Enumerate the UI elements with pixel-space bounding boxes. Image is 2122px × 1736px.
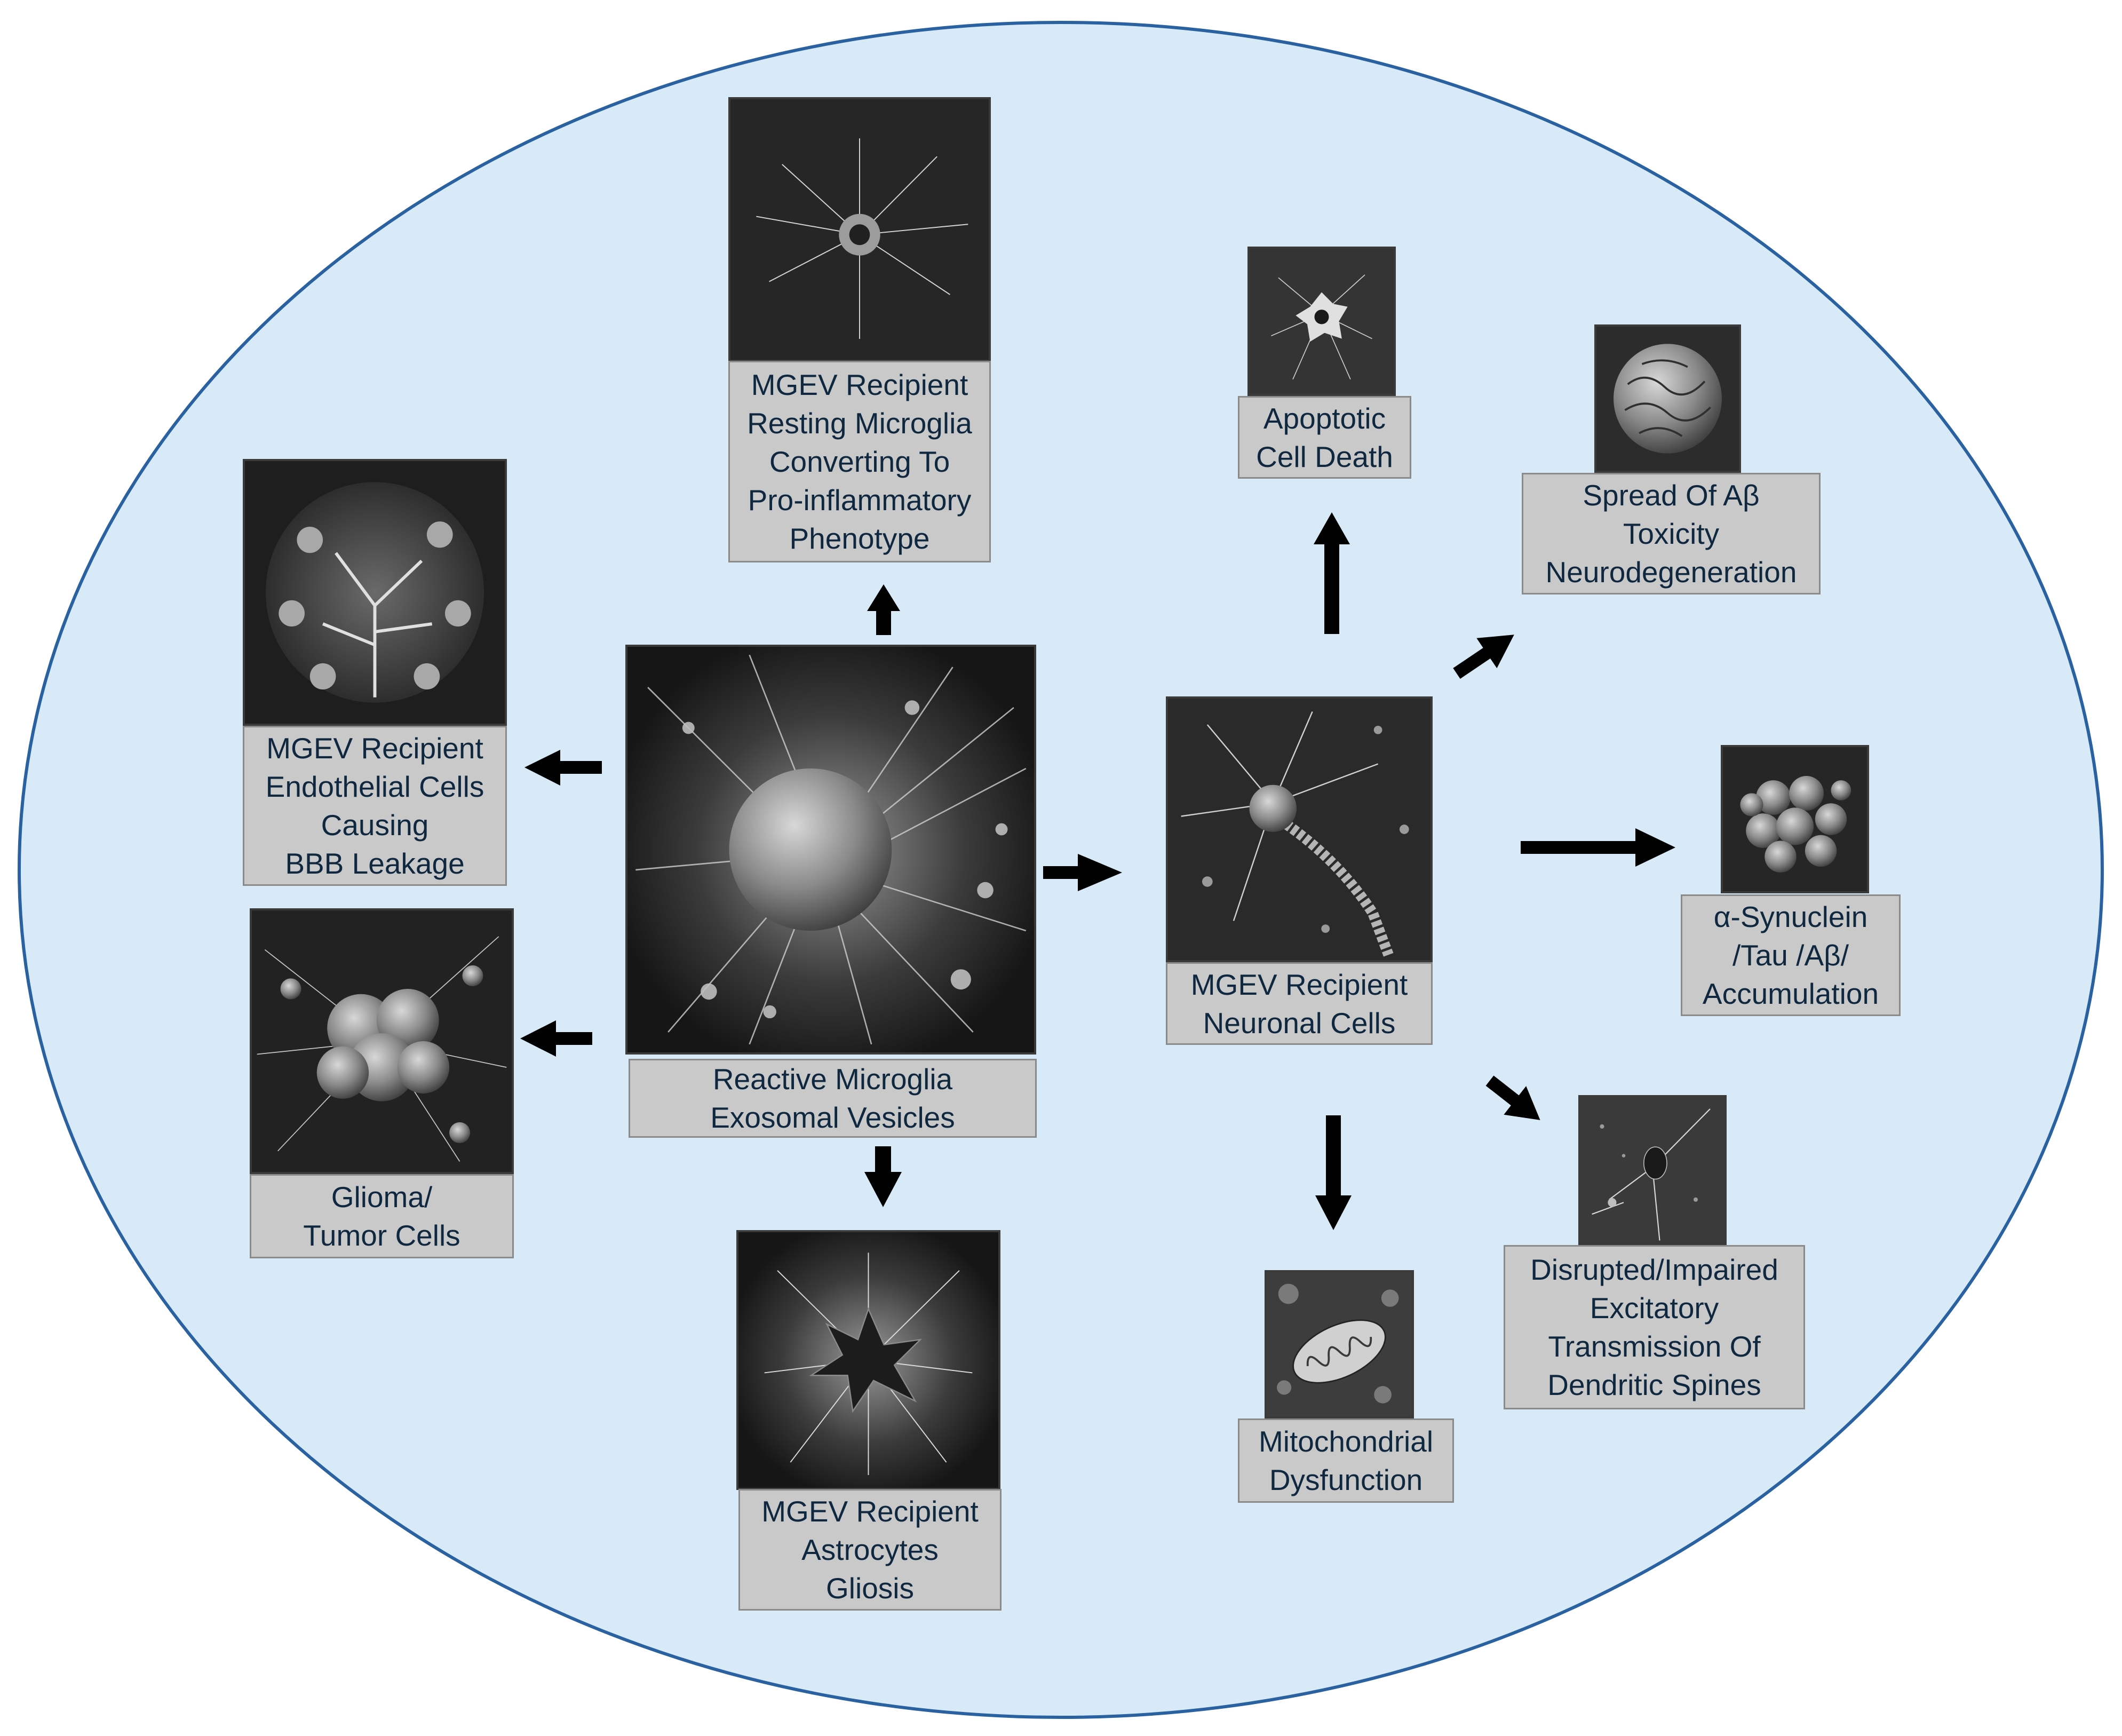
arrow-center-to-glioma: [520, 1020, 592, 1057]
label-dendritic: Disrupted/Impaired Excitatory Transmissi…: [1504, 1245, 1805, 1409]
label-endothelial-cells: MGEV Recipient Endothelial Cells Causing…: [243, 726, 507, 886]
label-line: Toxicity: [1623, 517, 1720, 550]
label-abeta-spread: Spread Of Aβ Toxicity Neurodegeneration: [1522, 473, 1821, 594]
label-line: Converting To: [769, 445, 950, 478]
label-line: Resting Microglia: [747, 407, 972, 440]
arrow-center-to-astrocytes: [864, 1146, 902, 1207]
label-line: Disrupted/Impaired: [1530, 1253, 1778, 1286]
label-astrocytes: MGEV Recipient Astrocytes Gliosis: [738, 1489, 1002, 1611]
apoptotic-cell-image: [1247, 247, 1396, 396]
label-line: α-Synuclein: [1713, 900, 1868, 933]
label-line: MGEV Recipient: [1190, 968, 1408, 1001]
label-line: /Tau /Aβ/: [1732, 939, 1849, 972]
label-glioma: Glioma/ Tumor Cells: [250, 1174, 514, 1258]
label-line: Exosomal Vesicles: [710, 1101, 955, 1134]
label-line: Excitatory: [1589, 1291, 1719, 1325]
label-line: BBB Leakage: [285, 847, 465, 880]
label-line: Tumor Cells: [303, 1219, 460, 1252]
label-line: Accumulation: [1702, 977, 1879, 1010]
label-synuclein: α-Synuclein /Tau /Aβ/ Accumulation: [1681, 894, 1901, 1016]
label-apoptotic: Apoptotic Cell Death: [1238, 396, 1411, 479]
arrow-center-to-neuronal: [1043, 854, 1122, 891]
tumor-cells-image: [250, 908, 514, 1174]
label-line: Dendritic Spines: [1547, 1368, 1761, 1401]
label-line: Mitochondrial: [1258, 1425, 1434, 1458]
label-line: Reactive Microglia: [712, 1063, 953, 1096]
label-line: Transmission Of: [1548, 1330, 1761, 1363]
arrow-neuronal-to-dendritic: [1485, 1075, 1540, 1120]
label-line: Dysfunction: [1269, 1463, 1423, 1496]
label-line: MGEV Recipient: [761, 1495, 979, 1528]
label-line: Causing: [321, 808, 429, 842]
label-reactive-microglia: Reactive Microglia Exosomal Vesicles: [629, 1059, 1037, 1138]
label-line: Pro-inflammatory: [748, 483, 972, 517]
label-line: MGEV Recipient: [266, 732, 483, 765]
amyloid-aggregate-image: [1594, 324, 1741, 473]
label-line: Neurodegeneration: [1545, 556, 1797, 589]
label-line: Endothelial Cells: [265, 770, 484, 803]
reactive-microglia-image: [625, 645, 1036, 1055]
label-line: Astrocytes: [801, 1533, 939, 1566]
arrow-center-to-resting: [867, 584, 900, 635]
arrow-neuronal-to-apoptotic: [1314, 512, 1350, 634]
resting-microglia-image: [728, 97, 991, 362]
label-line: Cell Death: [1256, 440, 1393, 473]
mitochondrion-image: [1265, 1270, 1414, 1418]
label-line: Phenotype: [789, 522, 930, 555]
protein-cluster-image: [1721, 745, 1869, 893]
label-neuronal-cells: MGEV Recipient Neuronal Cells: [1166, 962, 1433, 1045]
label-line: Neuronal Cells: [1203, 1006, 1396, 1040]
label-line: MGEV Recipient: [751, 368, 968, 401]
arrow-center-to-endothelial: [524, 750, 602, 786]
astrocyte-image: [736, 1230, 1000, 1490]
label-line: Gliosis: [825, 1572, 915, 1605]
label-line: Glioma/: [331, 1180, 433, 1214]
arrow-neuronal-to-mitochondrial: [1315, 1115, 1352, 1230]
arrow-neuronal-to-abeta: [1453, 635, 1514, 679]
label-resting-microglia: MGEV Recipient Resting Microglia Convert…: [728, 361, 991, 562]
label-line: Spread Of Aβ: [1583, 479, 1760, 512]
dendritic-spine-image: [1578, 1095, 1727, 1246]
arrow-neuronal-to-synuclein: [1521, 828, 1675, 867]
endothelial-cells-image: [243, 459, 507, 726]
label-line: Apoptotic: [1263, 401, 1386, 435]
arrows: [520, 512, 1675, 1230]
neuron-image: [1166, 696, 1433, 962]
label-mitochondrial: Mitochondrial Dysfunction: [1238, 1418, 1454, 1503]
